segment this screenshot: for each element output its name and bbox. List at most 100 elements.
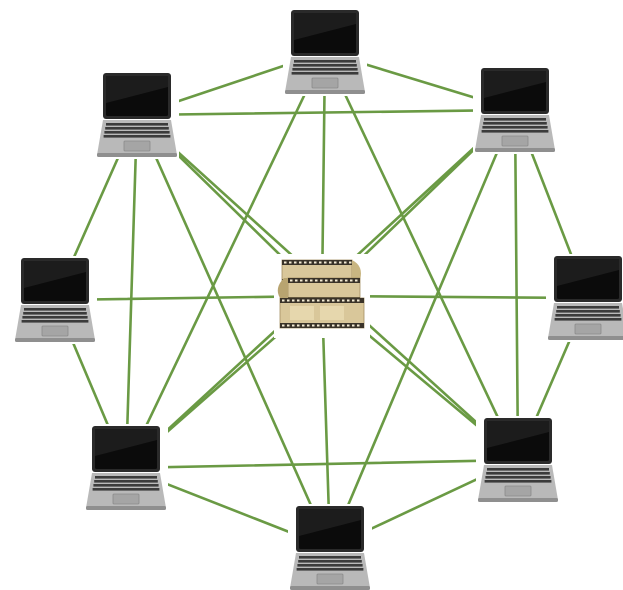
sprocket-hole bbox=[310, 280, 313, 282]
key-row bbox=[555, 318, 622, 321]
sprocket-hole bbox=[292, 300, 295, 302]
link-laptop-lower-left-laptop-lower-right bbox=[126, 460, 518, 468]
key-row bbox=[22, 320, 89, 323]
key-row bbox=[104, 131, 169, 134]
key-row bbox=[555, 314, 620, 317]
sprocket-hole bbox=[345, 280, 348, 282]
laptop-front-edge bbox=[290, 586, 370, 590]
film-reel-icon bbox=[274, 254, 370, 338]
laptop-left-laptop-icon bbox=[13, 256, 97, 344]
laptop-front-edge bbox=[15, 338, 95, 342]
laptop-front-edge bbox=[478, 498, 558, 502]
key-row bbox=[485, 476, 550, 479]
sprocket-hole bbox=[344, 262, 347, 264]
key-row bbox=[297, 564, 362, 567]
sprocket-hole bbox=[332, 300, 335, 302]
sprocket-hole bbox=[347, 300, 350, 302]
sprocket-hole bbox=[352, 300, 355, 302]
key-row bbox=[557, 306, 619, 309]
sprocket-hole bbox=[320, 280, 323, 282]
key-row bbox=[483, 122, 547, 125]
laptop-front-edge bbox=[97, 153, 177, 157]
trackpad bbox=[317, 574, 343, 584]
key-row bbox=[104, 135, 171, 138]
laptop-lower-left-laptop-icon bbox=[84, 424, 168, 512]
sprocket-hole bbox=[312, 325, 315, 327]
sprocket-hole bbox=[340, 280, 343, 282]
sprocket-hole bbox=[322, 325, 325, 327]
sprocket-hole bbox=[312, 300, 315, 302]
key-row bbox=[292, 68, 357, 71]
sprocket-hole bbox=[355, 280, 358, 282]
sprocket-hole bbox=[282, 300, 285, 302]
sprocket-hole bbox=[337, 300, 340, 302]
sprocket-hole bbox=[322, 300, 325, 302]
sprocket-hole bbox=[309, 262, 312, 264]
laptop-upper-left-laptop-icon bbox=[95, 71, 179, 159]
sprocket-hole bbox=[357, 300, 360, 302]
laptop-upper-right-laptop-icon bbox=[473, 66, 557, 154]
sprocket-hole bbox=[307, 300, 310, 302]
sprocket-hole bbox=[332, 325, 335, 327]
sprocket-hole bbox=[330, 280, 333, 282]
key-row bbox=[299, 556, 361, 559]
sprocket-hole bbox=[337, 325, 340, 327]
sprocket-hole bbox=[325, 280, 328, 282]
key-row bbox=[487, 468, 549, 471]
sprocket-hole bbox=[292, 325, 295, 327]
key-row bbox=[482, 126, 547, 129]
laptop-bottom-laptop-icon bbox=[288, 504, 372, 590]
sprocket-hole bbox=[335, 280, 338, 282]
laptop-front-edge bbox=[285, 90, 365, 94]
sprocket-hole bbox=[302, 300, 305, 302]
sprocket-hole bbox=[307, 325, 310, 327]
sprocket-hole bbox=[297, 300, 300, 302]
trackpad bbox=[505, 486, 531, 496]
sprocket-hole bbox=[334, 262, 337, 264]
sprocket-hole bbox=[299, 262, 302, 264]
film-frame bbox=[290, 306, 314, 320]
sprocket-hole bbox=[317, 300, 320, 302]
trackpad bbox=[124, 141, 150, 151]
key-row bbox=[298, 560, 362, 563]
sprocket-hole bbox=[314, 262, 317, 264]
sprocket-hole bbox=[327, 325, 330, 327]
laptop-front-edge bbox=[548, 336, 623, 340]
sprocket-hole bbox=[304, 262, 307, 264]
sprocket-hole bbox=[329, 262, 332, 264]
link-laptop-upper-left-laptop-upper-right bbox=[137, 110, 515, 115]
key-row bbox=[556, 310, 620, 313]
laptop-lower-right-laptop-icon bbox=[476, 416, 560, 504]
trackpad bbox=[113, 494, 139, 504]
sprocket-hole bbox=[294, 262, 297, 264]
sprocket-hole bbox=[284, 262, 287, 264]
key-row bbox=[482, 130, 549, 133]
sprocket-hole bbox=[300, 280, 303, 282]
sprocket-hole bbox=[339, 262, 342, 264]
sprocket-hole bbox=[290, 280, 293, 282]
key-row bbox=[486, 472, 550, 475]
trackpad bbox=[502, 136, 528, 146]
sprocket-hole bbox=[327, 300, 330, 302]
film-frame bbox=[320, 306, 344, 320]
sprocket-hole bbox=[287, 300, 290, 302]
sprocket-hole bbox=[352, 325, 355, 327]
key-row bbox=[292, 72, 359, 75]
key-row bbox=[484, 118, 546, 121]
film-edge-top bbox=[288, 278, 360, 283]
sprocket-hole bbox=[305, 280, 308, 282]
laptop-top-laptop-icon bbox=[283, 8, 367, 96]
sprocket-hole bbox=[297, 325, 300, 327]
sprocket-hole bbox=[347, 325, 350, 327]
trackpad bbox=[575, 324, 601, 334]
sprocket-hole bbox=[287, 325, 290, 327]
trackpad bbox=[42, 326, 68, 336]
key-row bbox=[93, 488, 160, 491]
link-laptop-upper-right-laptop-lower-right bbox=[515, 110, 518, 460]
key-row bbox=[94, 480, 158, 483]
key-row bbox=[293, 64, 357, 67]
laptop-front-edge bbox=[475, 148, 555, 152]
sprocket-hole bbox=[350, 280, 353, 282]
